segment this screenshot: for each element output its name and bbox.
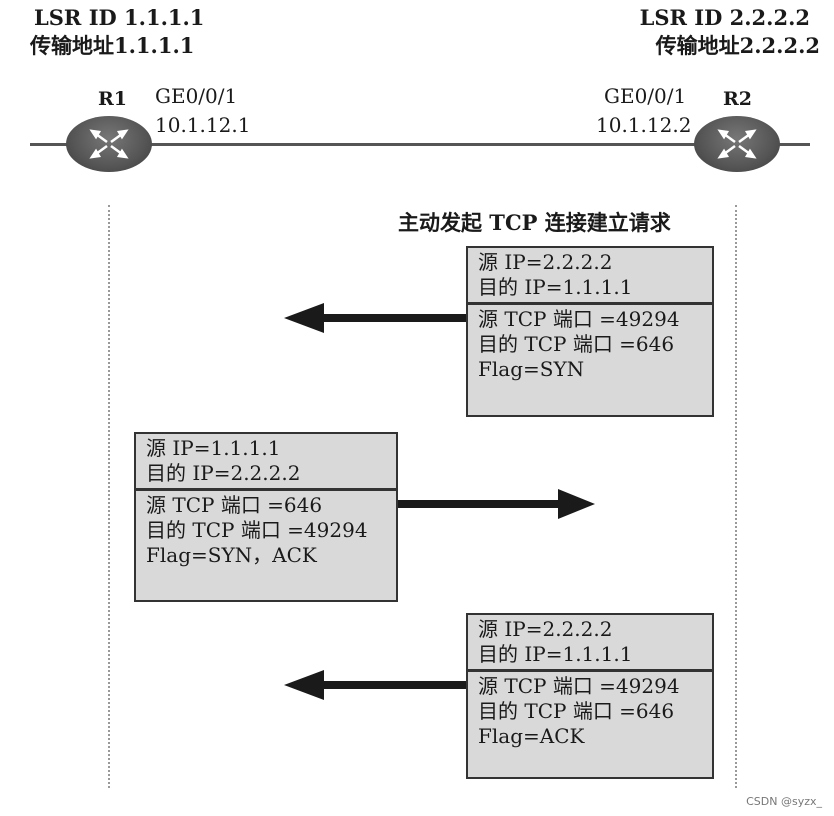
packet-line: Flag=SYN bbox=[478, 357, 585, 381]
packet-tcp-section: 源 TCP 端口 =646 目的 TCP 端口 =49294 Flag=SYN，… bbox=[136, 488, 396, 570]
r1-interface: GE0/0/1 bbox=[155, 84, 238, 108]
r1-transport-address: 传输地址1.1.1.1 bbox=[30, 33, 195, 58]
link-line bbox=[30, 143, 810, 146]
r1-lsr-id: LSR ID 1.1.1.1 bbox=[34, 5, 205, 30]
arrow-2-head bbox=[558, 489, 595, 519]
r1-timeline bbox=[108, 205, 110, 788]
packet-line: 目的 IP=2.2.2.2 bbox=[146, 461, 301, 485]
packet-ack: 源 IP=2.2.2.2 目的 IP=1.1.1.1 源 TCP 端口 =492… bbox=[466, 613, 714, 779]
r1-ip: 10.1.12.1 bbox=[155, 113, 251, 137]
r2-transport-address: 传输地址2.2.2.2 bbox=[655, 33, 820, 58]
arrow-1-head bbox=[284, 303, 324, 333]
r2-timeline bbox=[735, 205, 737, 788]
r2-ip: 10.1.12.2 bbox=[596, 113, 692, 137]
packet-line: 源 IP=2.2.2.2 bbox=[478, 250, 613, 274]
packet-syn: 源 IP=2.2.2.2 目的 IP=1.1.1.1 源 TCP 端口 =492… bbox=[466, 246, 714, 417]
packet-line: 目的 IP=1.1.1.1 bbox=[478, 642, 633, 666]
packet-line: 源 IP=1.1.1.1 bbox=[146, 436, 281, 460]
watermark: CSDN @syzx_ bbox=[746, 795, 822, 808]
r2-name: R2 bbox=[723, 88, 753, 110]
r2-interface: GE0/0/1 bbox=[604, 84, 687, 108]
initiate-title: 主动发起 TCP 连接建立请求 bbox=[398, 210, 671, 235]
packet-line: Flag=ACK bbox=[478, 724, 585, 748]
router-r2-icon bbox=[694, 116, 780, 172]
arrow-1-shaft bbox=[318, 314, 468, 322]
packet-line: 目的 TCP 端口 =49294 bbox=[146, 518, 368, 542]
packet-line: 目的 TCP 端口 =646 bbox=[478, 699, 675, 723]
packet-ip-section: 源 IP=1.1.1.1 目的 IP=2.2.2.2 bbox=[136, 434, 396, 488]
packet-syn-ack: 源 IP=1.1.1.1 目的 IP=2.2.2.2 源 TCP 端口 =646… bbox=[134, 432, 398, 602]
packet-ip-section: 源 IP=2.2.2.2 目的 IP=1.1.1.1 bbox=[468, 615, 712, 669]
router-r1-icon bbox=[66, 116, 152, 172]
arrow-3-head bbox=[284, 670, 324, 700]
packet-line: 源 IP=2.2.2.2 bbox=[478, 617, 613, 641]
packet-line: 源 TCP 端口 =49294 bbox=[478, 307, 680, 331]
arrow-3-shaft bbox=[318, 681, 468, 689]
arrow-2-shaft bbox=[396, 500, 564, 508]
packet-line: Flag=SYN，ACK bbox=[146, 543, 317, 567]
r1-name: R1 bbox=[98, 88, 128, 110]
packet-ip-section: 源 IP=2.2.2.2 目的 IP=1.1.1.1 bbox=[468, 248, 712, 302]
packet-line: 源 TCP 端口 =646 bbox=[146, 493, 323, 517]
r2-lsr-id: LSR ID 2.2.2.2 bbox=[639, 5, 810, 30]
packet-tcp-section: 源 TCP 端口 =49294 目的 TCP 端口 =646 Flag=SYN bbox=[468, 302, 712, 384]
packet-tcp-section: 源 TCP 端口 =49294 目的 TCP 端口 =646 Flag=ACK bbox=[468, 669, 712, 751]
packet-line: 源 TCP 端口 =49294 bbox=[478, 674, 680, 698]
packet-line: 目的 IP=1.1.1.1 bbox=[478, 275, 633, 299]
packet-line: 目的 TCP 端口 =646 bbox=[478, 332, 675, 356]
